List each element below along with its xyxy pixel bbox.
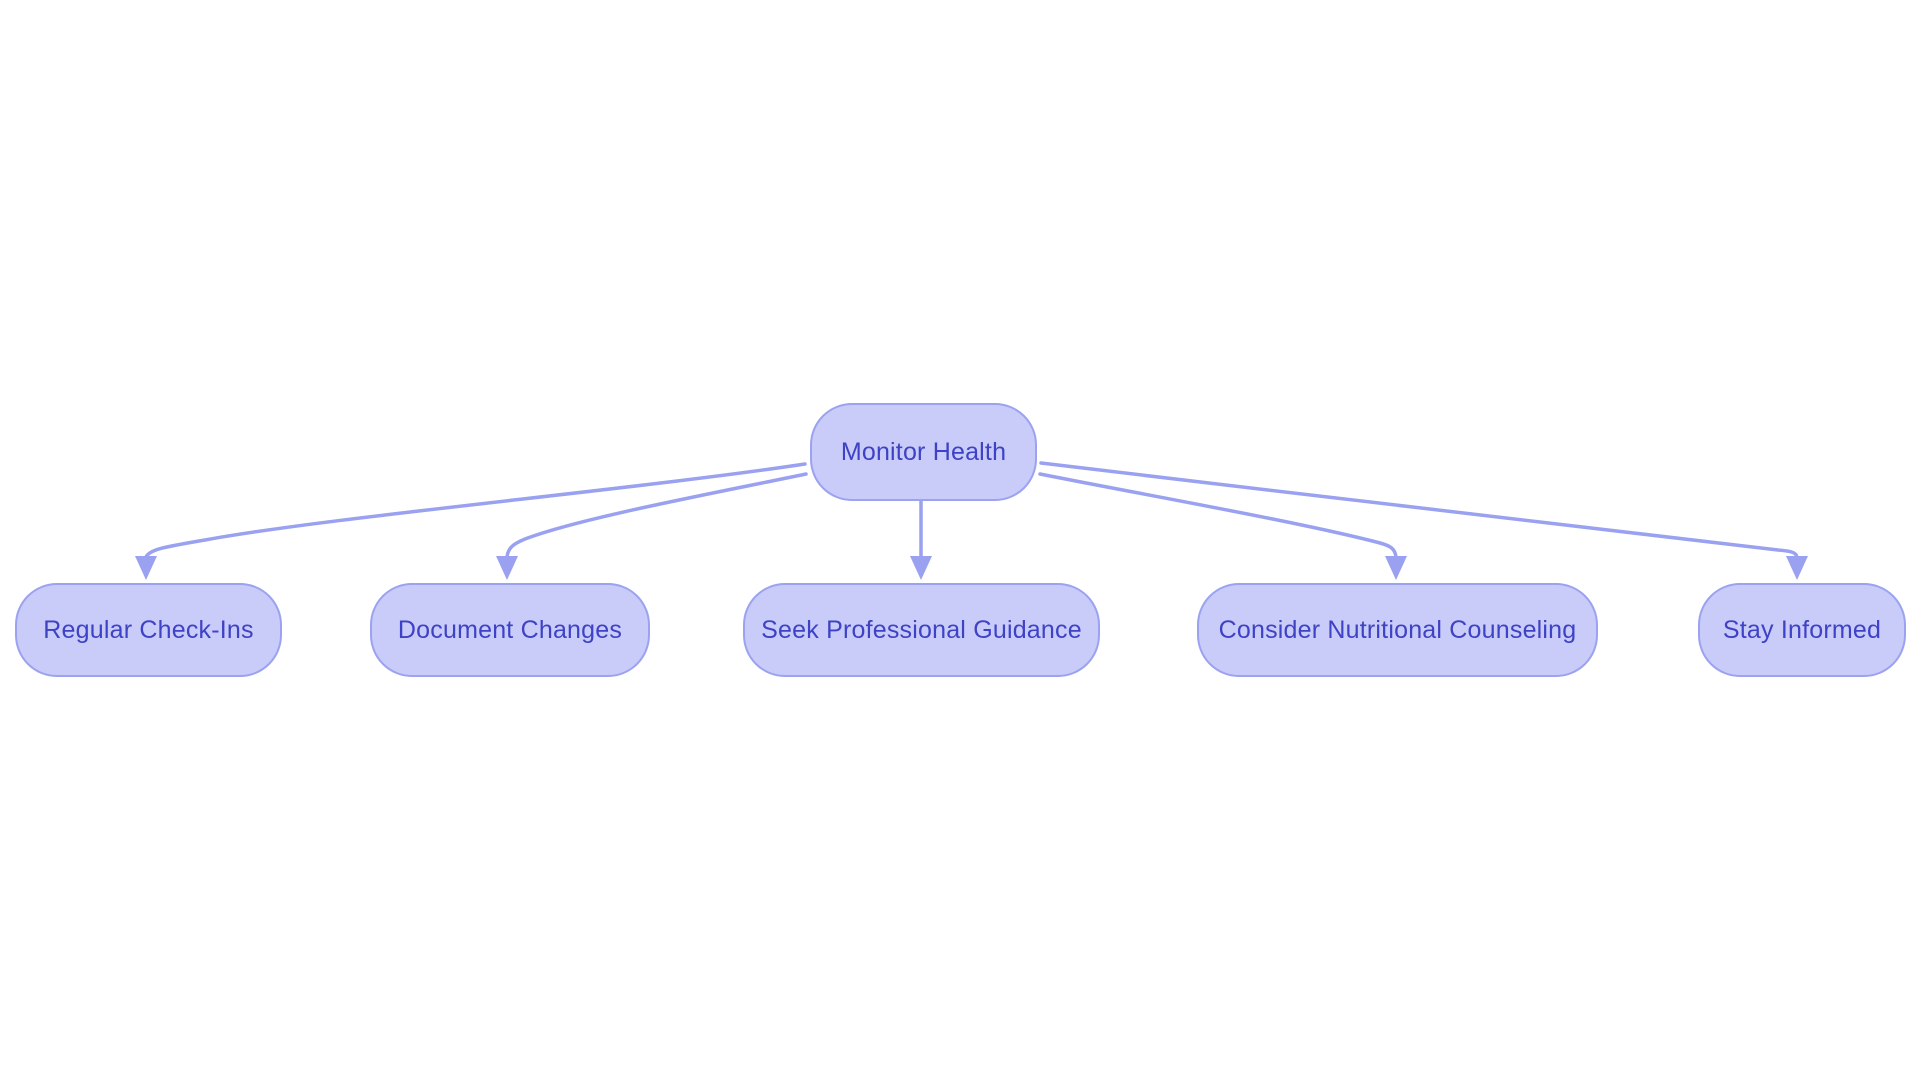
node-stay-informed: Stay Informed: [1698, 583, 1906, 677]
arrowhead-seek-professional-guidance-icon: [910, 556, 932, 580]
arrowhead-stay-informed-icon: [1786, 556, 1808, 580]
edge-root-to-regular-check-ins: [144, 462, 807, 559]
arrowhead-consider-nutritional-counseling-icon: [1385, 556, 1407, 580]
arrowhead-regular-check-ins-icon: [135, 556, 157, 580]
node-consider-nutritional-counseling: Consider Nutritional Counseling: [1197, 583, 1598, 677]
edge-root-to-stay-informed: [1039, 461, 1799, 559]
node-regular-check-ins: Regular Check-Ins: [15, 583, 282, 677]
node-label: Regular Check-Ins: [43, 615, 254, 644]
node-seek-professional-guidance: Seek Professional Guidance: [743, 583, 1100, 677]
node-label: Document Changes: [397, 615, 623, 644]
node-label: Monitor Health: [840, 437, 1007, 466]
edge-root-to-consider-nutritional-counseling: [1038, 472, 1398, 559]
node-label: Consider Nutritional Counseling: [1218, 615, 1577, 644]
node-monitor-health: Monitor Health: [810, 403, 1037, 501]
arrowhead-document-changes-icon: [496, 556, 518, 580]
edge-root-to-document-changes: [505, 472, 808, 559]
node-document-changes: Document Changes: [370, 583, 650, 677]
node-label: Seek Professional Guidance: [761, 615, 1082, 644]
node-label: Stay Informed: [1722, 615, 1882, 644]
